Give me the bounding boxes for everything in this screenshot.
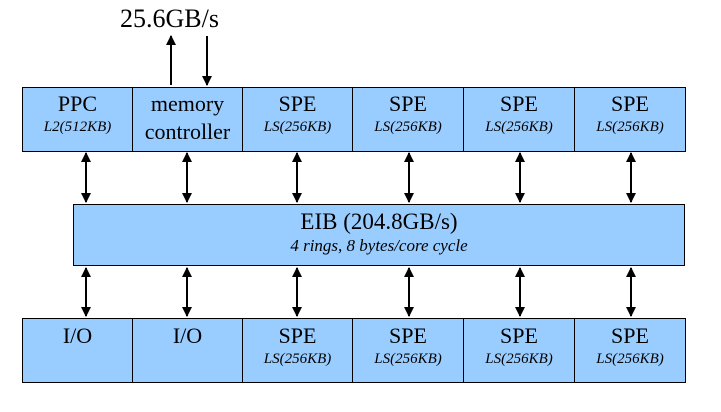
spe-local-store-label: LS(256KB)	[374, 119, 442, 135]
eib-title: EIB (204.8GB/s)	[300, 209, 458, 234]
spe-title: SPE	[278, 91, 317, 116]
spe-title: SPE	[611, 323, 649, 348]
io-title: I/O	[172, 323, 203, 348]
ppc-block: PPC L2(512KB)	[22, 87, 133, 152]
eib-bus-block: EIB (204.8GB/s) 4 rings, 8 bytes/core cy…	[73, 204, 685, 266]
io-block-1: I/O	[22, 318, 133, 383]
io-block-2: I/O	[132, 318, 243, 383]
spe-title: SPE	[500, 323, 538, 348]
spe-local-store-label: LS(256KB)	[263, 119, 332, 135]
memory-controller-block: memory controller	[132, 87, 243, 152]
spe-block-top-4: SPE LS(256KB)	[574, 87, 686, 152]
spe-local-store-label: LS(256KB)	[596, 351, 664, 367]
spe-title: SPE	[389, 323, 427, 348]
spe-block-top-1: SPE LS(256KB)	[242, 87, 353, 152]
external-bandwidth-label: 25.6GB/s	[120, 4, 219, 33]
spe-block-top-2: SPE LS(256KB)	[352, 87, 464, 152]
spe-local-store-label: LS(256KB)	[485, 351, 553, 367]
spe-block-bottom-3: SPE LS(256KB)	[463, 318, 575, 383]
spe-local-store-label: LS(256KB)	[263, 351, 332, 367]
spe-local-store-label: LS(256KB)	[374, 351, 442, 367]
memory-controller-title-line1: memory	[150, 91, 225, 116]
spe-block-top-3: SPE LS(256KB)	[463, 87, 575, 152]
spe-local-store-label: LS(256KB)	[596, 119, 664, 135]
spe-block-bottom-1: SPE LS(256KB)	[242, 318, 353, 383]
ppc-title: PPC	[57, 91, 98, 116]
spe-local-store-label: LS(256KB)	[485, 119, 553, 135]
spe-title: SPE	[389, 91, 427, 116]
ppc-cache-label: L2(512KB)	[43, 119, 112, 135]
spe-title: SPE	[611, 91, 649, 116]
spe-block-bottom-2: SPE LS(256KB)	[352, 318, 464, 383]
memory-controller-title-line2: controller	[144, 119, 231, 144]
io-title: I/O	[62, 323, 93, 348]
eib-description: 4 rings, 8 bytes/core cycle	[290, 236, 468, 255]
spe-title: SPE	[500, 91, 538, 116]
spe-block-bottom-4: SPE LS(256KB)	[574, 318, 686, 383]
spe-title: SPE	[278, 323, 317, 348]
